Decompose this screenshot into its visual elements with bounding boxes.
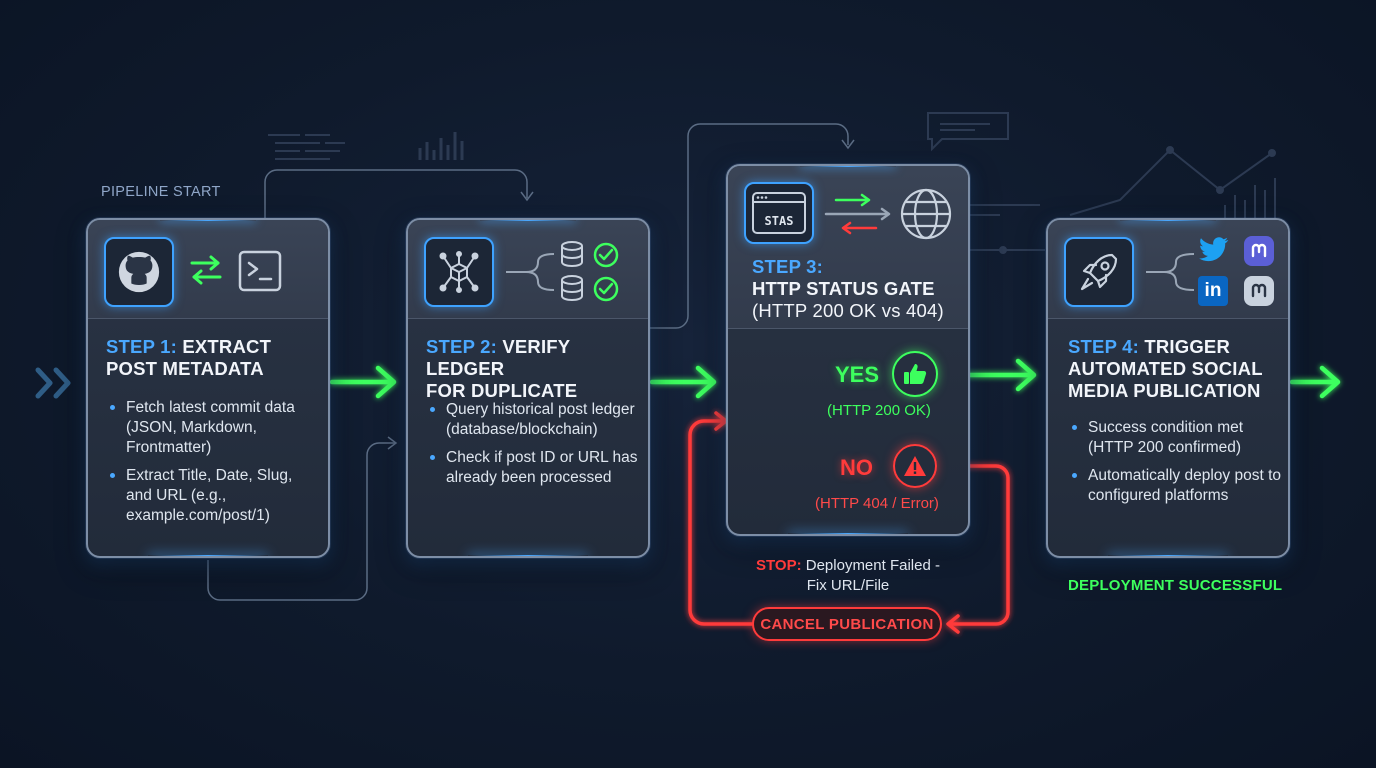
step2-number: STEP 2: (426, 336, 497, 357)
stop-prefix: STOP: (756, 557, 802, 574)
globe-icon (900, 188, 952, 240)
step4-bullet: Success condition met (HTTP 200 confirme… (1068, 418, 1282, 458)
terminal-icon (238, 250, 282, 292)
step4-bullets: Success condition met (HTTP 200 confirme… (1068, 418, 1282, 514)
step1-card: STEP 1: EXTRACT POST METADATA Fetch late… (86, 218, 330, 558)
browser-icon: STAS (744, 182, 814, 244)
step4-title: STEP 4: TRIGGER AUTOMATED SOCIAL MEDIA P… (1068, 336, 1288, 402)
step1-bullets: Fetch latest commit data (JSON, Markdown… (106, 398, 316, 534)
request-response-arrows-icon (824, 193, 891, 235)
step2-title: STEP 2: VERIFY LEDGER FOR DUPLICATE (426, 336, 648, 402)
step1-bullet: Extract Title, Date, Slug, and URL (e.g.… (106, 466, 316, 526)
step4-title-line3: MEDIA PUBLICATION (1068, 380, 1261, 401)
step1-number: STEP 1: (106, 336, 177, 357)
branch-connector (506, 253, 555, 291)
linkedin-icon-text: in (1204, 280, 1222, 301)
step3-title-line2: HTTP STATUS GATE (752, 278, 935, 299)
stop-message: STOP: Deployment Failed - Fix URL/File (738, 556, 958, 596)
step4-card: in STEP 4: TRIGGER AUTOMATED SOCIAL MEDI… (1046, 218, 1290, 558)
step4-bullet: Automatically deploy post to configured … (1068, 466, 1282, 506)
mastodon-icon (1244, 276, 1274, 306)
no-label: NO (840, 455, 873, 480)
github-icon (104, 237, 174, 307)
database-check-icon (561, 275, 619, 302)
warning-icon (893, 444, 937, 488)
start-chevrons (35, 367, 71, 399)
linkedin-icon: in (1198, 276, 1228, 306)
deployment-successful-label: DEPLOYMENT SUCCESSFUL (1068, 577, 1283, 594)
browser-status-text: STAS (764, 214, 794, 228)
mastodon-icon (1244, 236, 1274, 266)
transfer-arrows-icon (190, 255, 222, 285)
step1-title: STEP 1: EXTRACT POST METADATA (106, 336, 326, 380)
stop-line1: Deployment Failed - (801, 557, 940, 574)
step2-title-line2: FOR DUPLICATE (426, 380, 578, 401)
step2-bullet: Check if post ID or URL has already been… (426, 448, 638, 488)
step1-title-line2: POST METADATA (106, 358, 264, 379)
step3-card: STAS STEP 3: HTTP STATUS GATE (HTTP 200 … (726, 164, 970, 536)
step3-title: STEP 3: HTTP STATUS GATE (HTTP 200 OK vs… (752, 256, 968, 322)
step3-title-line3: (HTTP 200 OK vs 404) (752, 300, 944, 321)
yes-label: YES (835, 362, 880, 387)
cancel-publication-label: CANCEL PUBLICATION (760, 615, 934, 633)
step2-bullet: Query historical post ledger (database/b… (426, 400, 638, 440)
step2-bullets: Query historical post ledger (database/b… (426, 400, 638, 496)
step4-title-line2: AUTOMATED SOCIAL (1068, 358, 1263, 379)
no-sub-label: (HTTP 404 / Error) (815, 495, 939, 512)
step4-title-line1: TRIGGER (1144, 336, 1231, 357)
step1-bullet: Fetch latest commit data (JSON, Markdown… (106, 398, 316, 458)
twitter-icon (1199, 237, 1229, 262)
network-cube-icon (424, 237, 494, 307)
step4-number: STEP 4: (1068, 336, 1139, 357)
database-check-icon (561, 241, 619, 268)
thin-connectors (207, 123, 855, 601)
step3-number: STEP 3: (752, 256, 823, 277)
decor-chat-bubble (927, 112, 1009, 152)
branch-connector (1146, 253, 1195, 291)
step2-title-line1: VERIFY LEDGER (426, 336, 571, 379)
pipeline-start-label: PIPELINE START (101, 184, 221, 200)
decor-code-lines (268, 134, 345, 160)
step1-title-line1: EXTRACT (182, 336, 272, 357)
step2-card: STEP 2: VERIFY LEDGER FOR DUPLICATE Quer… (406, 218, 650, 558)
decor-bars (418, 132, 464, 160)
stop-line2: Fix URL/File (806, 577, 890, 594)
yes-sub-label: (HTTP 200 OK) (827, 402, 931, 419)
cancel-publication-button[interactable]: CANCEL PUBLICATION (752, 607, 942, 641)
thumbs-up-icon (892, 351, 938, 397)
rocket-icon (1064, 237, 1134, 307)
